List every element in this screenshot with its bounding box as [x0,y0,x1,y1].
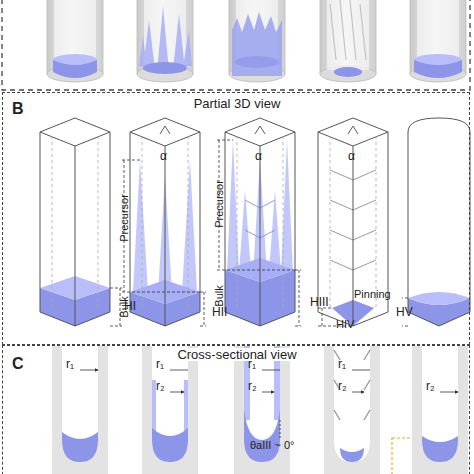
annotation-label: r₁ [156,358,164,370]
annotation-label: r₂ [426,380,435,392]
rotated-annotation: Bulk [119,296,130,317]
annotation-label: r₁ [248,358,256,370]
annotation-label: HV [396,306,413,318]
annotation-label: HIV [336,319,354,330]
panel-heading: Partial 3D view [191,97,284,110]
panel-letter: B [9,101,27,117]
annotation-label: HII [212,306,227,318]
annotation-label: α [160,150,167,162]
annotation-label: r₁ [338,358,346,370]
annotation-label: α [255,150,262,162]
rotated-annotation: Bulk [214,285,225,306]
annotation-label: r₂ [338,380,347,392]
annotation-label: θaIII ~ 0° [250,440,294,451]
rotated-annotation: Precursor [119,194,130,242]
rotated-annotation: Precursor [214,180,225,228]
annotation-label: r₁ [66,358,74,370]
annotation-label: HIII [310,296,329,308]
annotation-label: α [348,150,355,162]
panel-letter: C [9,356,27,372]
annotation-label: r₂ [156,380,165,392]
annotation-label: r₂ [248,380,257,392]
panel-heading: Cross-sectional view [174,348,299,361]
annotation-label: Pinning [354,289,391,300]
